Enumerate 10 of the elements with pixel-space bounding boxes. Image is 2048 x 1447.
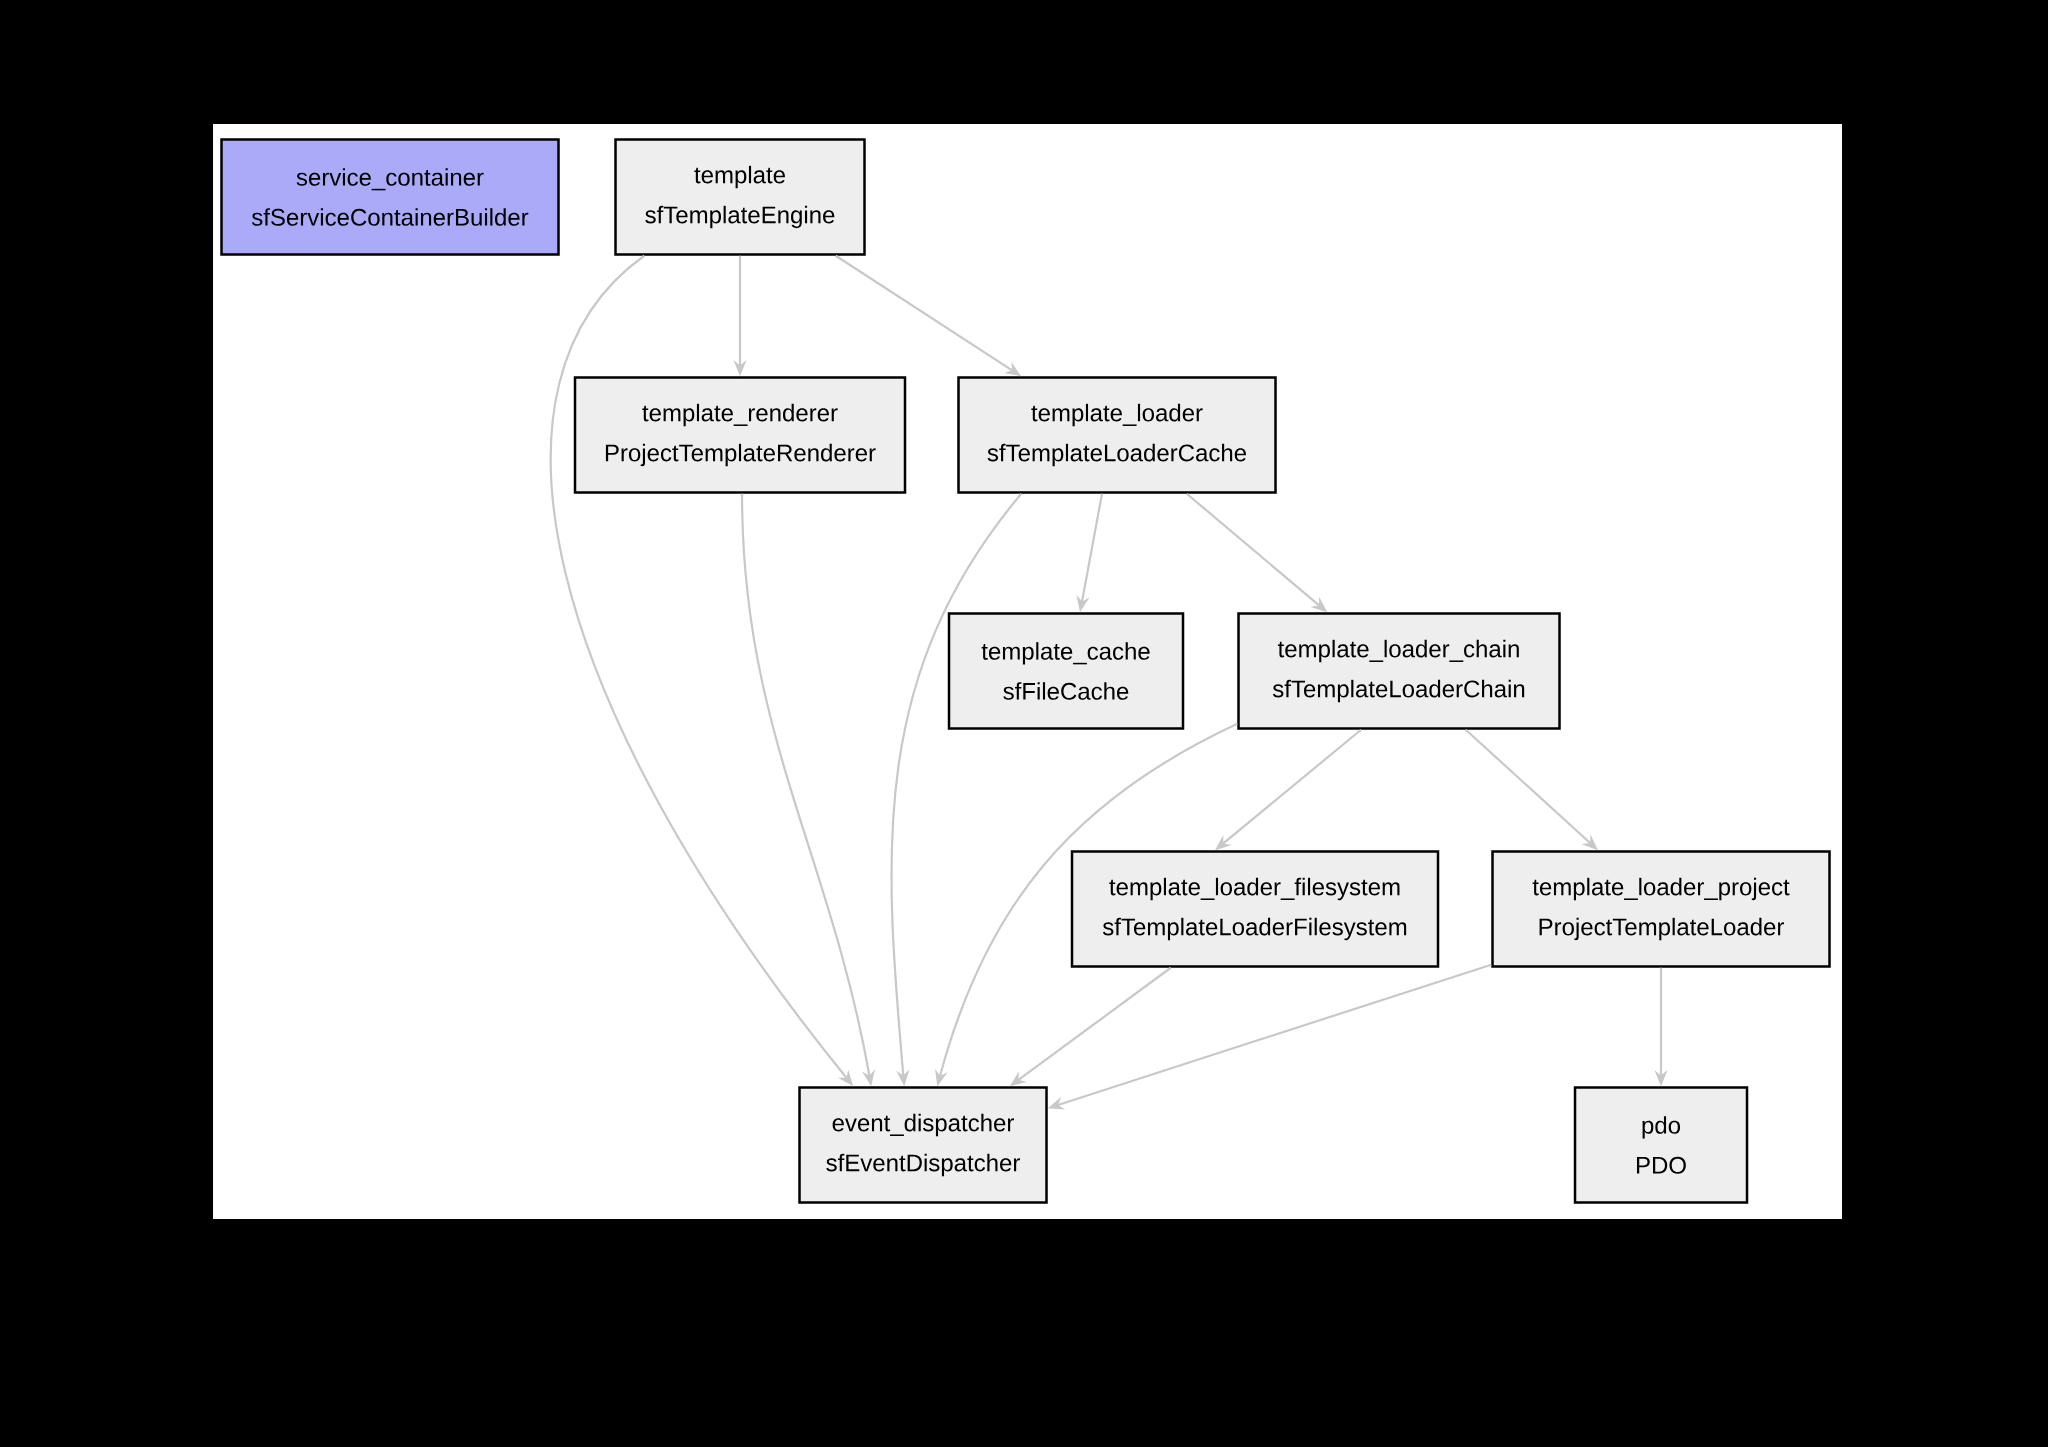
process-box: template_loader_filesystem sfTemplateLoaderFilesystem [1070,850,1440,968]
process-box: event_dispatcher sfEventDispatcher [798,1086,1048,1204]
process-box: service_container sfServiceContainerBuilder [220,138,560,256]
process-box: pdo PDO [1573,1086,1749,1204]
process-box: template_loader_chain sfTemplateLoaderChain [1237,612,1561,730]
process-box: template_renderer ProjectTemplateRenderer [573,376,907,494]
process-box: template_loader_project ProjectTemplateLoader [1491,850,1831,968]
process-box: template_loader sfTemplateLoaderCache [957,376,1277,494]
process-box: template_cache sfFileCache [947,612,1185,730]
process-box: template sfTemplateEngine [614,138,866,256]
